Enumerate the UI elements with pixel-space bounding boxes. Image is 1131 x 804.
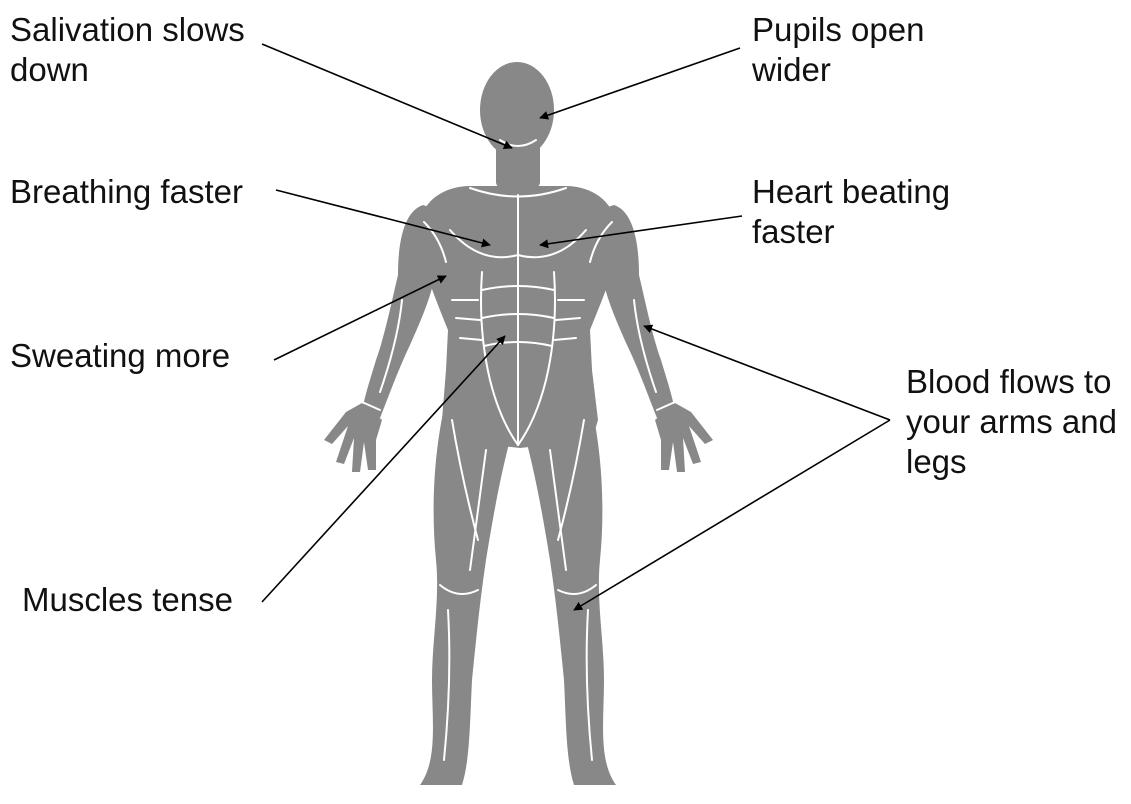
label-pupils-line2: wider [752, 50, 924, 90]
label-salivation-line1: Salivation slows [10, 10, 245, 50]
label-salivation-line2: down [10, 50, 245, 90]
label-heart-line1: Heart beating [752, 172, 950, 212]
label-blood-line1: Blood flows to [906, 362, 1117, 402]
label-pupils: Pupils open wider [752, 10, 924, 90]
neck [496, 140, 540, 188]
label-salivation: Salivation slows down [10, 10, 245, 90]
label-sweating-line1: Sweating more [10, 336, 230, 376]
label-muscles-line1: Muscles tense [22, 580, 233, 620]
arrow-salivation [262, 44, 512, 148]
label-pupils-line1: Pupils open [752, 10, 924, 50]
label-breathing-line1: Breathing faster [10, 172, 243, 212]
label-blood-line3: legs [906, 442, 1117, 482]
label-blood-line2: your arms and [906, 402, 1117, 442]
right-hand [655, 403, 713, 472]
label-heart-line2: faster [752, 212, 950, 252]
label-blood: Blood flows to your arms and legs [906, 362, 1117, 482]
label-sweating: Sweating more [10, 336, 230, 376]
arrow-blood-leg [574, 420, 890, 610]
label-heart: Heart beating faster [752, 172, 950, 252]
left-leg [420, 400, 512, 785]
left-hand [324, 403, 382, 472]
label-breathing: Breathing faster [10, 172, 243, 212]
label-muscles: Muscles tense [22, 580, 233, 620]
arrow-blood-arm [644, 326, 890, 420]
arrow-pupils [540, 48, 740, 118]
